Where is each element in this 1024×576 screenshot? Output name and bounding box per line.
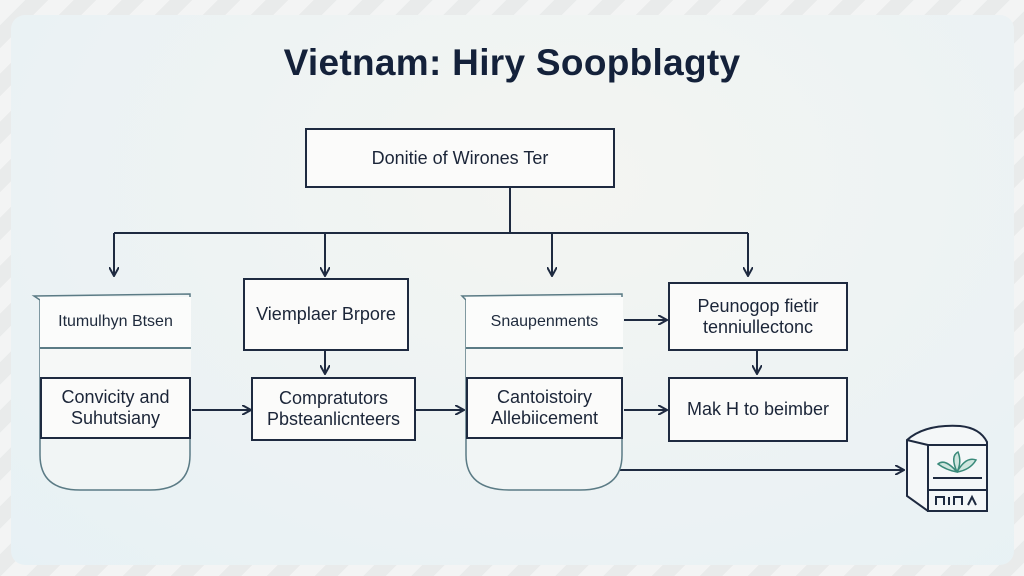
col2-top-label: Viemplaer Brpore [256,304,396,324]
col1-document[interactable]: Itumulhyn Btsen Convicity and Suhutsiany [40,297,191,439]
col1-header: Itumulhyn Btsen [40,297,191,347]
col4-top-label: Peunogop fietir tenniullectonc [697,295,819,337]
col2-bottom-node[interactable]: Compratutors Pbsteanlicnteers [251,377,416,441]
col4-bottom-node[interactable]: Mak H to beimber [668,377,848,442]
building-with-plant-icon [906,424,988,512]
col4-top-node[interactable]: Peunogop fietir tenniullectonc [668,282,848,351]
root-node[interactable]: Donitie of Wirones Ter [305,128,615,188]
col1-band [40,347,191,379]
col2-top-node[interactable]: Viemplaer Brpore [243,278,409,351]
col4-bottom-label: Mak H to beimber [686,399,830,419]
root-node-label: Donitie of Wirones Ter [371,147,549,168]
col3-band [466,347,623,379]
col3-document[interactable]: Snaupenments Cantoistoiry Allebiicement [466,297,623,439]
col1-body: Convicity and Suhutsiany [40,377,191,439]
col3-header: Snaupenments [466,297,623,347]
diagram-title: Vietnam: Hiry Soopblagty [283,42,741,83]
col2-bottom-label: Compratutors Pbsteanlicnteers [266,388,401,429]
col3-body: Cantoistoiry Allebiicement [466,377,623,439]
